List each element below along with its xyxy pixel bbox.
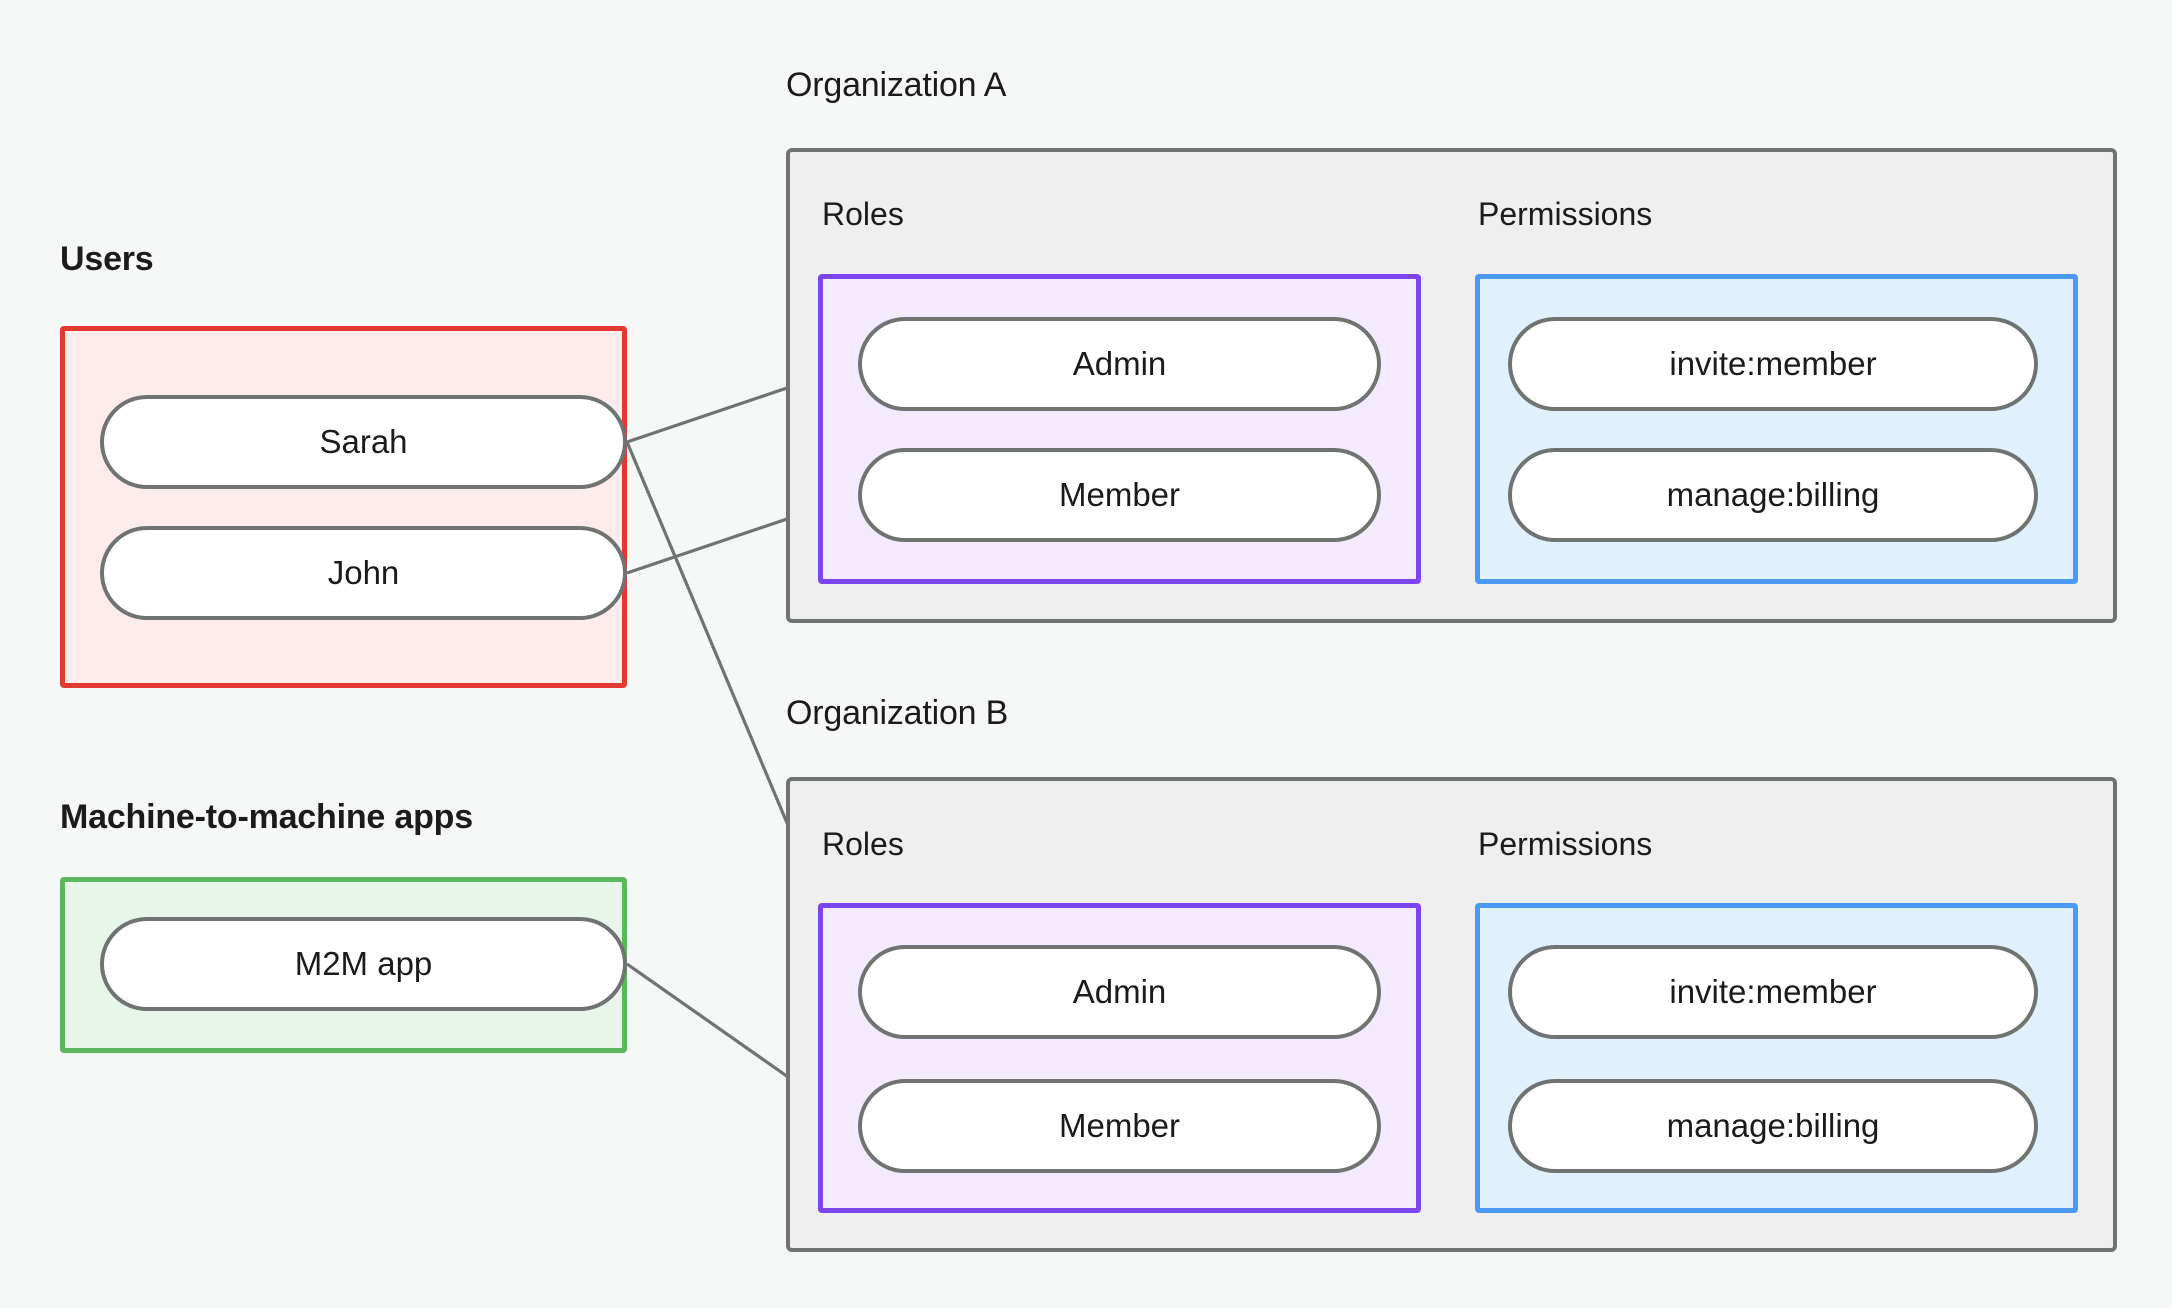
organization-b-roles-label: Roles [822, 826, 904, 862]
organization-a-roles-label: Roles [822, 196, 904, 232]
organization-b-title: Organization B [786, 694, 1009, 732]
user-pill-sarah[interactable]: Sarah [100, 395, 627, 489]
organization-b-permission-invite-member[interactable]: invite:member [1508, 945, 2038, 1039]
user-pill-john[interactable]: John [100, 526, 627, 620]
m2m-pill-app[interactable]: M2M app [100, 917, 627, 1011]
organization-b-permission-manage-billing[interactable]: manage:billing [1508, 1079, 2038, 1173]
organization-a-role-member[interactable]: Member [858, 448, 1381, 542]
organization-a-permission-manage-billing[interactable]: manage:billing [1508, 448, 2038, 542]
organization-b-role-member[interactable]: Member [858, 1079, 1381, 1173]
machine-apps-group-label: Machine-to-machine apps [60, 798, 473, 836]
organization-b-permissions-label: Permissions [1478, 826, 1653, 862]
organization-b-role-admin[interactable]: Admin [858, 945, 1381, 1039]
users-group-label: Users [60, 240, 154, 278]
organization-a-permission-invite-member[interactable]: invite:member [1508, 317, 2038, 411]
users-group-box [60, 326, 627, 688]
organization-a-title: Organization A [786, 66, 1007, 104]
organization-a-role-admin[interactable]: Admin [858, 317, 1381, 411]
organization-a-permissions-label: Permissions [1478, 196, 1653, 232]
